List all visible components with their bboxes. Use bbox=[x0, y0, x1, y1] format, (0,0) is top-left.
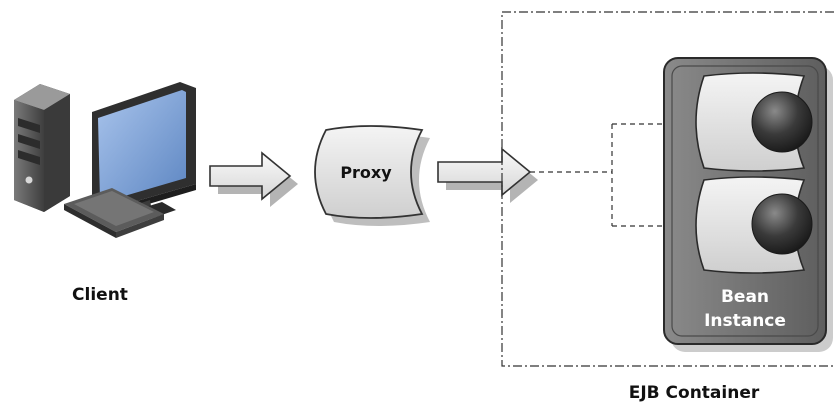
client-to-proxy-arrow bbox=[209, 151, 298, 207]
bean-label-line1: Bean bbox=[721, 287, 769, 307]
monitor-icon bbox=[92, 82, 196, 226]
container-label: EJB Container bbox=[629, 383, 760, 403]
bean-ball-icon bbox=[751, 193, 813, 255]
keyboard-icon bbox=[64, 188, 164, 238]
ejb-container-boundary bbox=[501, 11, 834, 367]
proxy-label: Proxy bbox=[340, 163, 392, 182]
proxy-to-container-arrow bbox=[437, 147, 538, 203]
bean-instance-2 bbox=[695, 176, 813, 274]
bean-instance-pool: Bean Instance bbox=[663, 57, 833, 352]
tower-icon bbox=[14, 84, 70, 212]
client-label: Client bbox=[72, 285, 128, 305]
client-computer-icon bbox=[14, 82, 196, 238]
bean-label-line2: Instance bbox=[704, 311, 786, 331]
proxy-scroll bbox=[314, 125, 430, 226]
bean-ball-icon bbox=[751, 91, 813, 153]
bean-instance-1 bbox=[695, 72, 813, 172]
